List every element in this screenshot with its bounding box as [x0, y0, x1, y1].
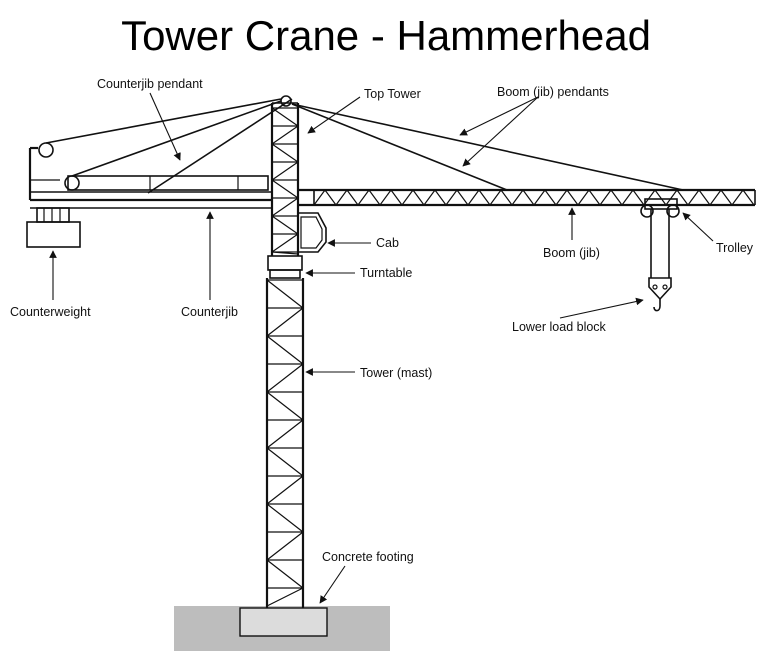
annotation-arrows: [49, 92, 714, 604]
label-tower-mast: Tower (mast): [360, 366, 432, 380]
label-trolley: Trolley: [716, 241, 754, 255]
boom-pendant-lines: [291, 103, 684, 191]
label-concrete-footing: Concrete footing: [322, 550, 414, 564]
label-boom: Boom (jib): [543, 246, 600, 260]
label-boom-pendants: Boom (jib) pendants: [497, 85, 609, 99]
label-counterweight: Counterweight: [10, 305, 91, 319]
label-counterjib-pendant: Counterjib pendant: [97, 77, 203, 91]
counterweight: [26, 207, 81, 248]
tower-mast: [265, 278, 305, 608]
counterjib-pendant-lines: [45, 98, 293, 194]
label-lower-load-block: Lower load block: [512, 320, 607, 334]
top-tower: [270, 95, 300, 256]
lower-load-block: [648, 209, 672, 312]
cab: [298, 212, 327, 253]
label-turntable: Turntable: [360, 266, 412, 280]
label-cab: Cab: [376, 236, 399, 250]
concrete-footing: [239, 607, 328, 637]
diagram-title: Tower Crane - Hammerhead: [121, 12, 651, 59]
counterjib: [28, 142, 272, 209]
turntable: [267, 255, 303, 279]
label-counterjib: Counterjib: [181, 305, 238, 319]
trolley: [640, 198, 680, 218]
label-top-tower: Top Tower: [364, 87, 421, 101]
boom-jib: [298, 188, 756, 207]
